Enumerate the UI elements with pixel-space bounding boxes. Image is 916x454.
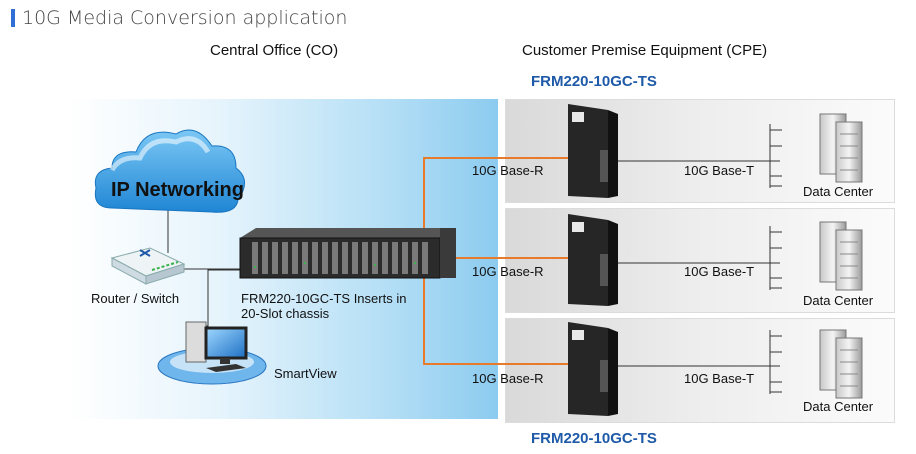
- link-1-base-t-label: 10G Base-T: [684, 163, 755, 178]
- fiber-link-3: [423, 267, 572, 365]
- title-accent-bar: [11, 9, 15, 27]
- model-label-bottom: FRM220-10GC-TS: [531, 430, 657, 447]
- datacenter-server-icon-3: [819, 329, 863, 399]
- link-3-base-t-label: 10G Base-T: [684, 371, 755, 386]
- smartview-label: SmartView: [274, 366, 337, 381]
- datacenter-label-3: Data Center: [803, 399, 874, 414]
- link-2-base-t-label: 10G Base-T: [684, 264, 755, 279]
- smartview-pc-icon: [157, 321, 267, 385]
- datacenter-label-2: Data Center: [803, 293, 874, 308]
- customer-premise-header: Customer Premise Equipment (CPE): [522, 42, 768, 59]
- media-converter-1: [568, 104, 618, 198]
- connection-lines: [167, 160, 780, 367]
- page-title: 10G Media Conversion application: [22, 7, 348, 29]
- chassis-label-line-1: FRM220-10GC-TS Inserts in: [241, 291, 407, 306]
- model-label-top: FRM220-10GC-TS: [531, 73, 657, 90]
- cloud-label: IP Networking: [111, 179, 244, 201]
- link-1-base-r-label: 10G Base-R: [472, 163, 544, 178]
- media-converter-3: [568, 322, 618, 416]
- chassis-smartview-line: [194, 269, 240, 327]
- router-switch-icon: [110, 247, 186, 285]
- datacenter-server-icon-1: [819, 113, 863, 183]
- datacenter-server-icon-2: [819, 221, 863, 291]
- router-switch-label: Router / Switch: [91, 291, 180, 306]
- datacenter-ticks: [769, 124, 782, 394]
- central-office-header: Central Office (CO): [210, 42, 339, 59]
- datacenter-label-1: Data Center: [803, 184, 874, 199]
- link-3-base-r-label: 10G Base-R: [472, 371, 544, 386]
- chassis-label-line-2: 20-Slot chassis: [241, 306, 330, 321]
- chassis-20-slot: [239, 228, 456, 279]
- cloud-icon: [94, 129, 245, 213]
- media-converter-2: [568, 214, 618, 306]
- link-2-base-r-label: 10G Base-R: [472, 264, 544, 279]
